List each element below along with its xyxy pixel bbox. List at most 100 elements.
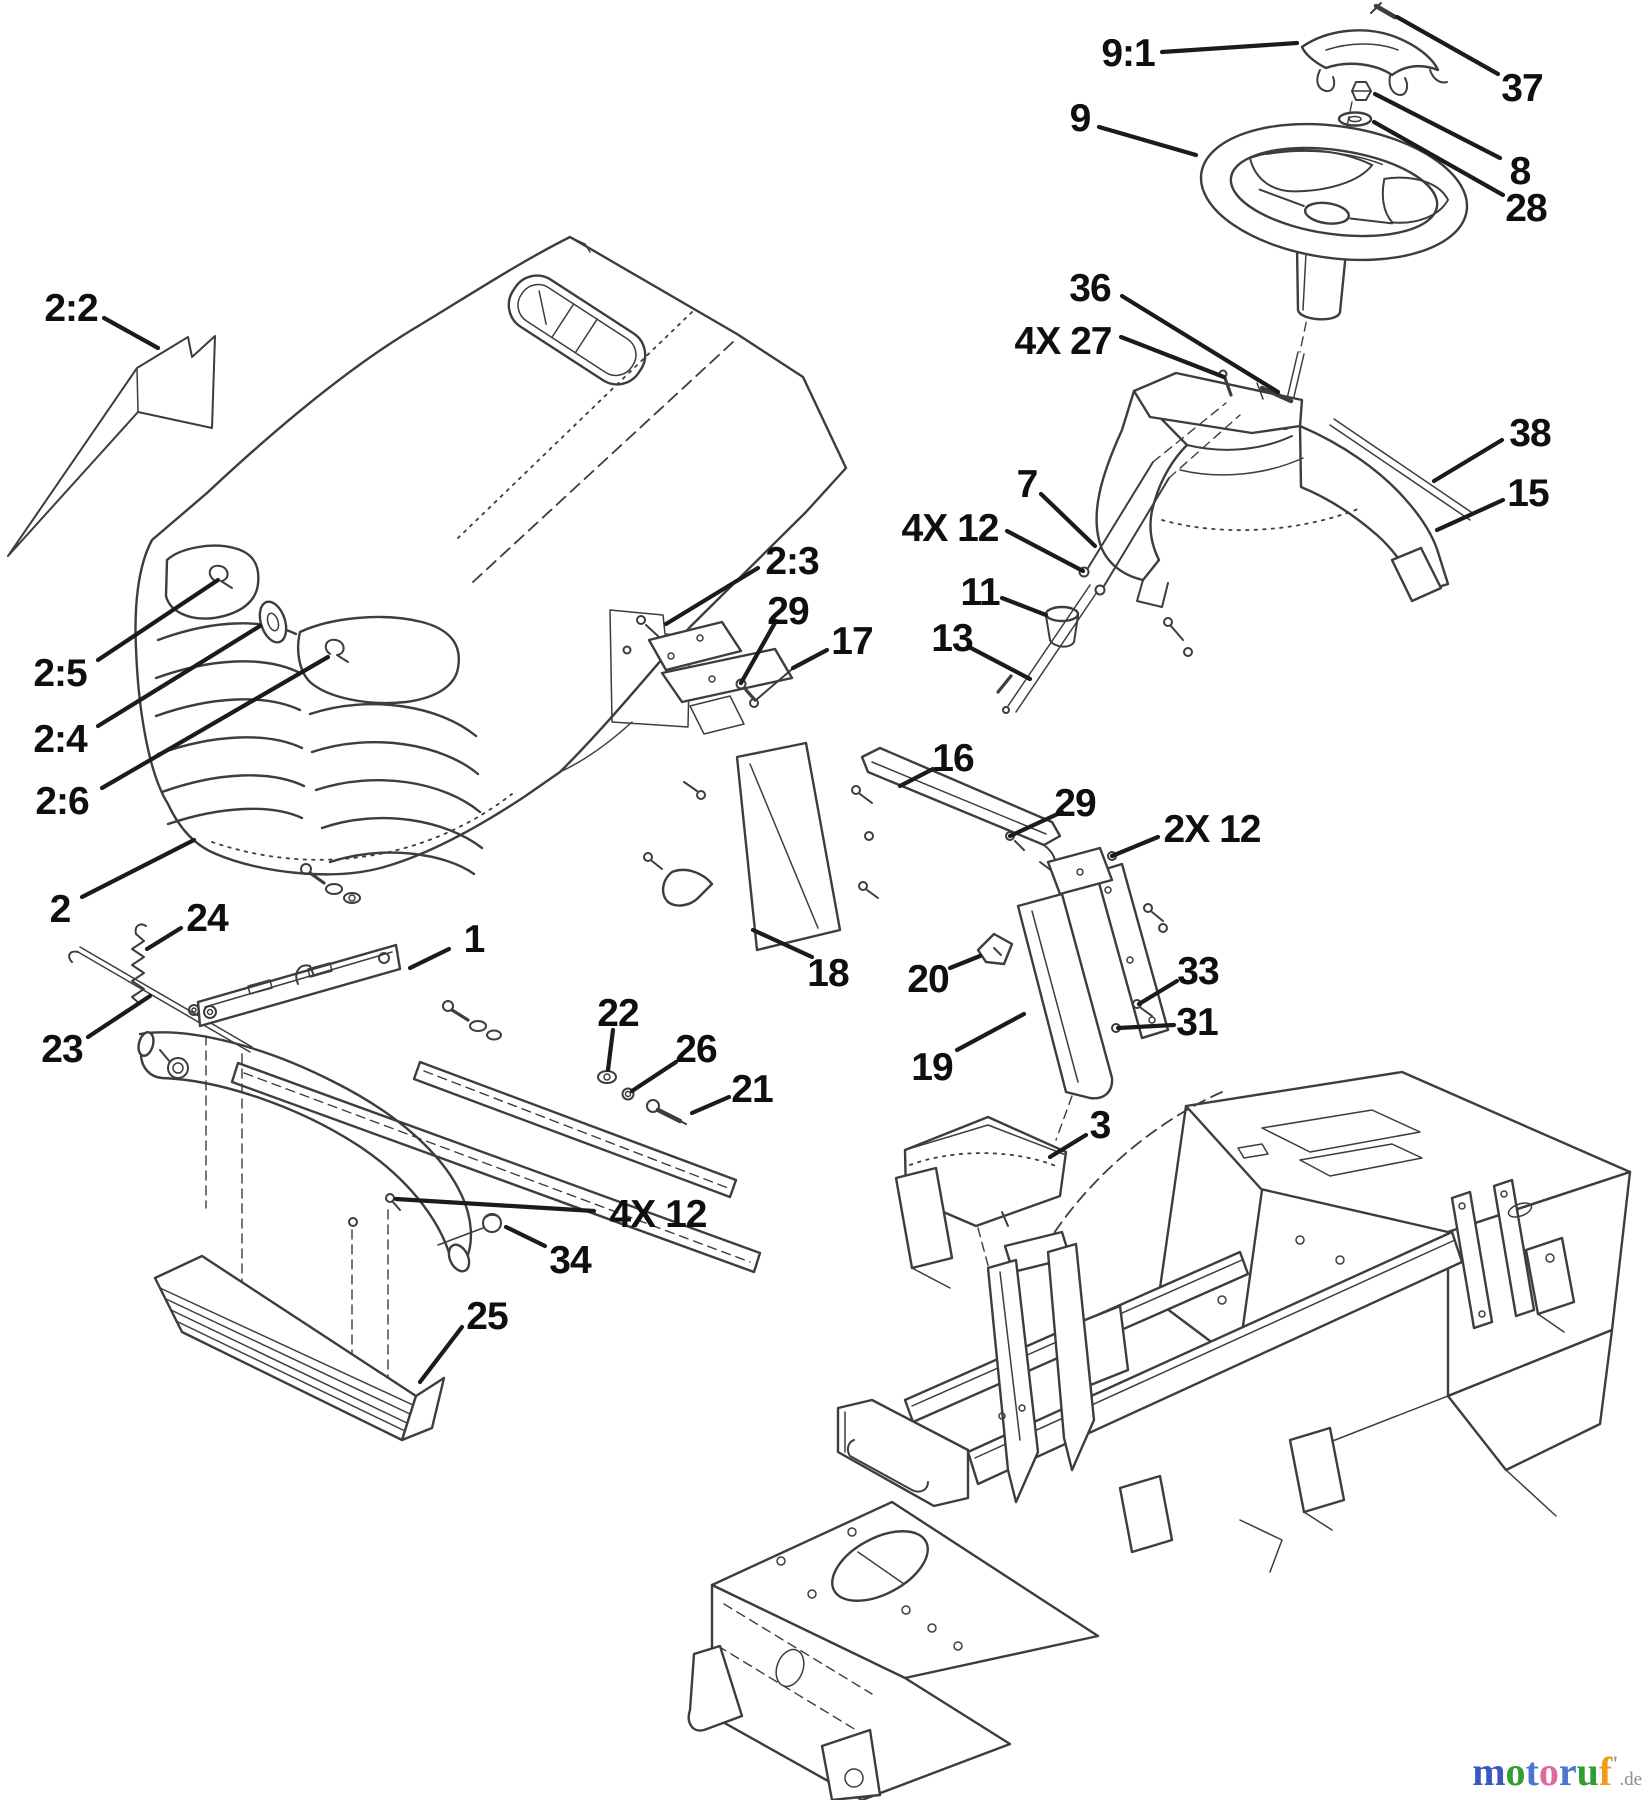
callout-label-25: 25: [466, 1295, 508, 1338]
hood-vent: [507, 274, 647, 386]
callout-label-33: 33: [1177, 950, 1219, 993]
callout-label-2x-12: 2X 12: [1164, 808, 1261, 851]
leader-line-29: [1007, 809, 1065, 839]
leader-line-23: [85, 993, 153, 1040]
logo-suffix: .de: [1619, 1769, 1642, 1790]
callout-label-31: 31: [1176, 1001, 1218, 1044]
callout-label-34: 34: [549, 1239, 592, 1282]
callout-label-24: 24: [186, 897, 229, 940]
logo-letter: u: [1576, 1749, 1599, 1794]
machine-drawing: [7, 2, 1632, 1800]
leader-line-29: [738, 618, 779, 686]
callout-label-8: 8: [1510, 150, 1531, 193]
leader-line-15: [1434, 497, 1506, 533]
leader-line-9-1: [1159, 40, 1300, 55]
leader-line-16: [897, 766, 936, 789]
right-headlight-opening: [296, 615, 461, 705]
callout-label-2-2: 2:2: [44, 287, 98, 330]
leader-line-20: [947, 953, 983, 971]
callout-label-37: 37: [1501, 67, 1542, 110]
callout-label-22: 22: [597, 992, 639, 1035]
leader-line-11: [999, 595, 1049, 618]
steering-assembly: [1199, 2, 1469, 430]
leader-line-13: [966, 644, 1033, 682]
callout-label-2-5: 2:5: [33, 652, 87, 695]
leader-line-4x-12: [1004, 528, 1086, 574]
callout-label-11: 11: [960, 571, 1000, 614]
callout-label-13: 13: [931, 617, 973, 660]
logo-letter: r: [1558, 1749, 1577, 1794]
callout-label-2-6: 2:6: [35, 780, 89, 823]
decal-part: [7, 335, 216, 557]
chassis-frame: [687, 1070, 1632, 1800]
console-assembly: [996, 369, 1475, 714]
leader-line-2: [79, 837, 197, 900]
callout-label-2: 2: [50, 888, 71, 931]
callout-label-20: 20: [907, 958, 949, 1001]
leader-line-3: [1047, 1132, 1089, 1160]
leader-line-31: [1115, 1022, 1177, 1031]
callout-label-7: 7: [1017, 463, 1038, 506]
leader-line-38: [1431, 437, 1505, 484]
leader-line-22: [605, 1027, 616, 1073]
callout-label-28: 28: [1505, 187, 1547, 230]
leader-line-24: [144, 925, 184, 952]
steering-wheel: [1199, 122, 1469, 262]
hood-grille-slats: [154, 622, 484, 876]
logo-tick: ': [1612, 1751, 1619, 1776]
callout-label-15: 15: [1507, 472, 1549, 515]
leader-line-2-3: [663, 565, 761, 627]
callout-label-23: 23: [41, 1028, 83, 1071]
leader-line-9: [1096, 124, 1199, 158]
leader-line-17: [790, 647, 830, 671]
callout-label-3: 3: [1090, 1104, 1111, 1147]
callout-label-1: 1: [464, 918, 485, 961]
leader-line-2x-12: [1109, 834, 1161, 859]
leader-line-36: [1119, 293, 1281, 395]
callout-label-2-3: 2:3: [765, 540, 819, 583]
leader-line-25: [417, 1324, 465, 1385]
callout-label-29: 29: [1054, 782, 1096, 825]
logo-letter: o: [1505, 1749, 1526, 1794]
logo-letter: f: [1598, 1749, 1613, 1794]
callout-label-19: 19: [911, 1046, 953, 1089]
callout-label-38: 38: [1509, 412, 1551, 455]
leader-line-4x-27: [1118, 334, 1227, 380]
logo-letter: t: [1525, 1749, 1539, 1794]
leader-line-4x-12: [393, 1196, 597, 1214]
bumper-assembly: [68, 863, 762, 1442]
leader-line-8: [1372, 91, 1503, 161]
leader-line-37: [1394, 14, 1501, 77]
callout-label-18: 18: [807, 952, 849, 995]
leader-line-2-2: [101, 315, 161, 351]
leader-line-21: [689, 1094, 732, 1116]
callout-label-9: 9: [1070, 97, 1091, 140]
leader-line-33: [1136, 978, 1180, 1007]
logo-letter: o: [1538, 1749, 1559, 1794]
callout-label-2-4: 2:4: [33, 718, 88, 761]
callout-label-4x-12: 4X 12: [902, 507, 999, 550]
leader-line-2-6: [99, 654, 331, 791]
leader-line-2-5: [95, 577, 221, 663]
callout-label-9-1: 9:1: [1101, 32, 1155, 75]
leader-line-18: [750, 927, 815, 960]
leader-line-34: [503, 1224, 548, 1249]
leader-line-19: [954, 1011, 1027, 1053]
callout-label-29: 29: [767, 590, 809, 633]
callout-label-17: 17: [831, 620, 872, 663]
leader-line-26: [629, 1059, 679, 1094]
leader-line-1: [407, 946, 452, 971]
callout-label-36: 36: [1069, 267, 1111, 310]
leader-line-28: [1371, 119, 1506, 198]
logo-letter: m: [1472, 1749, 1506, 1794]
callout-label-4x-27: 4X 27: [1015, 320, 1112, 363]
callout-label-21: 21: [731, 1068, 773, 1111]
callout-label-26: 26: [675, 1028, 717, 1071]
callout-label-4x-12: 4X 12: [610, 1193, 707, 1236]
callout-label-16: 16: [932, 737, 974, 780]
leader-line-2-4: [95, 623, 263, 729]
